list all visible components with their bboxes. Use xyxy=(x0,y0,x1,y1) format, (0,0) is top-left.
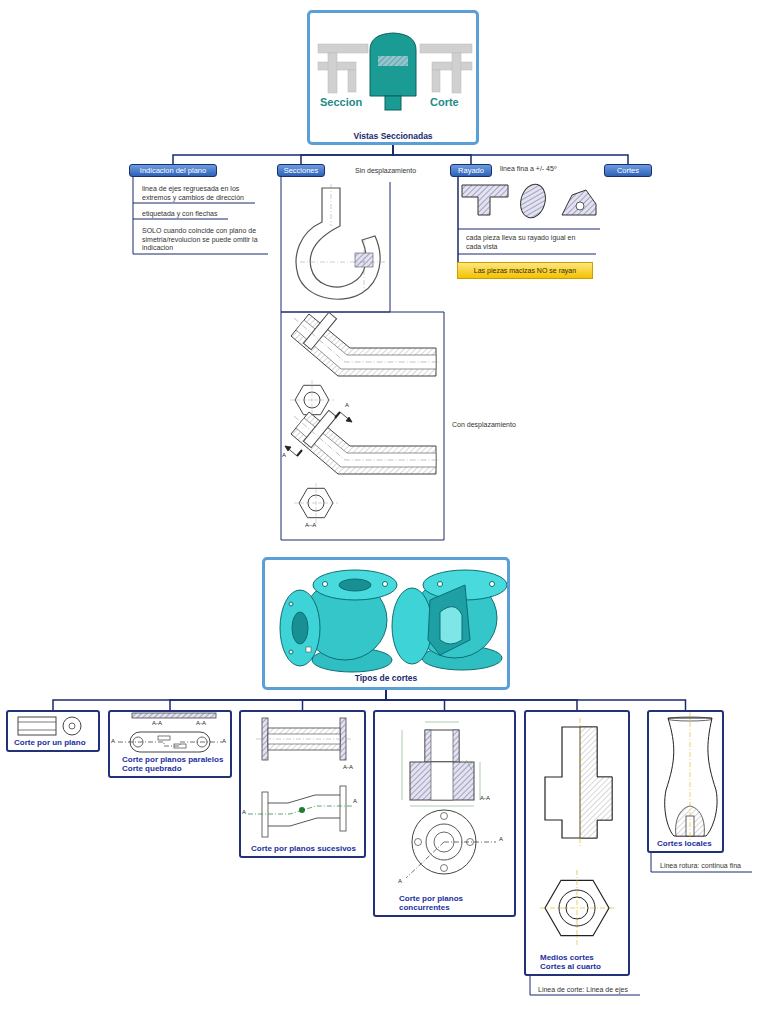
branch-box: Cortes xyxy=(604,164,652,177)
cut-type-box: Corte por planos paralelos Corte quebrad… xyxy=(108,710,232,778)
cut-type-box: Medios cortes Cortes al cuarto xyxy=(524,710,630,976)
cut-type-title: Cortes locales xyxy=(657,839,721,848)
section-mark: A-A xyxy=(480,795,490,803)
section-mark: A xyxy=(111,738,115,746)
section-mark: A xyxy=(282,452,286,460)
branch-text: Rayado xyxy=(458,166,484,175)
note-text: Con desplazamiento xyxy=(452,421,516,430)
cut-type-title: Corte por planos concurrentes xyxy=(399,894,481,912)
branch-box: Rayado xyxy=(450,164,492,177)
connector-line xyxy=(173,145,393,164)
note-text: Sin desplazamiento xyxy=(355,167,416,176)
connector-line xyxy=(301,145,393,164)
connector-line xyxy=(386,690,686,710)
section-mark: A xyxy=(499,836,503,844)
connector-line xyxy=(170,690,386,710)
cut-type-box: Cortes locales xyxy=(647,710,724,853)
section-mark: A xyxy=(222,738,226,746)
note-text: linea de ejes regruesada en los extremos… xyxy=(142,185,260,202)
cut-type-title: Medios cortes Cortes al cuarto xyxy=(540,953,620,971)
note-text: Las piezas macizas NO se rayan xyxy=(474,266,576,275)
section-mark: A-A xyxy=(343,764,353,772)
section-mark: A-A xyxy=(196,720,206,728)
section-mark: A xyxy=(398,878,402,886)
note-text: cada pieza lleva su rayado igual en cada… xyxy=(466,234,592,251)
note-text: etiquetada y con flechas xyxy=(142,210,218,219)
highlight-note: Las piezas macizas NO se rayan xyxy=(457,262,593,279)
topic-text: Seccion xyxy=(320,96,362,108)
connector-line xyxy=(393,145,628,164)
note-text: Linea de corte: Linea de ejes xyxy=(538,986,628,995)
cut-type-title: Corte por planos paralelos Corte quebrad… xyxy=(122,755,230,773)
cut-type-box: Corte por planos concurrentes xyxy=(373,710,516,917)
branch-text: Secciones xyxy=(284,166,319,175)
note-text: linea fina a +/- 45º xyxy=(500,165,556,174)
topic-box: Seccion CorteVistas Seccionadas xyxy=(307,10,479,145)
section-mark: A xyxy=(242,809,246,817)
branch-box: Indicacion del plano xyxy=(129,164,217,177)
note-text: Linea rotura: continua fina xyxy=(660,862,741,871)
branch-box: Secciones xyxy=(277,164,325,177)
branch-text: Indicacion del plano xyxy=(140,166,206,175)
section-mark: A xyxy=(353,798,357,806)
section-mark: A xyxy=(345,402,349,410)
note-text: SOLO cuando coincide con plano de simetr… xyxy=(142,227,270,253)
topic-box: Tipos de cortes xyxy=(262,557,510,690)
topic-text: Corte xyxy=(430,96,459,108)
cut-type-box: Corte por un plano xyxy=(6,710,100,752)
cut-type-title: Corte por un plano xyxy=(14,738,98,747)
connector-line xyxy=(457,177,459,262)
cut-type-box: Corte por planos sucesivos xyxy=(239,710,366,858)
connector-line xyxy=(53,690,386,710)
cut-type-title: Corte por planos sucesivos xyxy=(251,844,363,853)
topic-text: Tipos de cortes xyxy=(265,674,507,684)
section-mark: A-A xyxy=(152,720,162,728)
topic-text: Vistas Seccionadas xyxy=(310,132,476,142)
section-mark: A–A xyxy=(305,522,316,530)
branch-text: Cortes xyxy=(617,166,639,175)
connector-line xyxy=(303,690,387,710)
